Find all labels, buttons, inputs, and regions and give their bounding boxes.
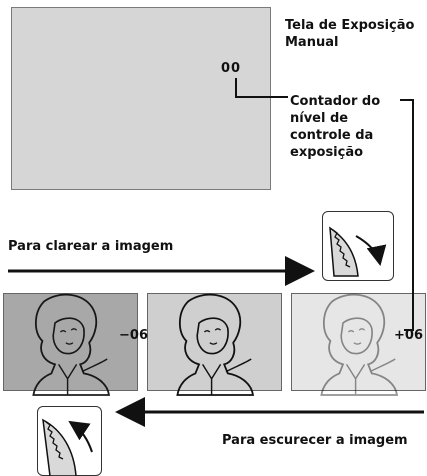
panel-brighter-label: +06 <box>394 328 423 343</box>
dial-clockwise-glyph <box>329 226 387 277</box>
counter-callout: Contador do nível de controle da exposiç… <box>290 94 381 160</box>
brighten-label: Para clarear a imagem <box>8 239 174 254</box>
panel-darker-label: −06 <box>119 328 148 343</box>
dial-counterclockwise-glyph <box>42 418 93 476</box>
exposure-counter: 00 <box>221 61 242 76</box>
screen-title: Tela de Exposição Manual <box>285 18 415 50</box>
manual-exposure-screen <box>11 7 271 190</box>
darken-label: Para escurecer a imagem <box>222 433 408 448</box>
